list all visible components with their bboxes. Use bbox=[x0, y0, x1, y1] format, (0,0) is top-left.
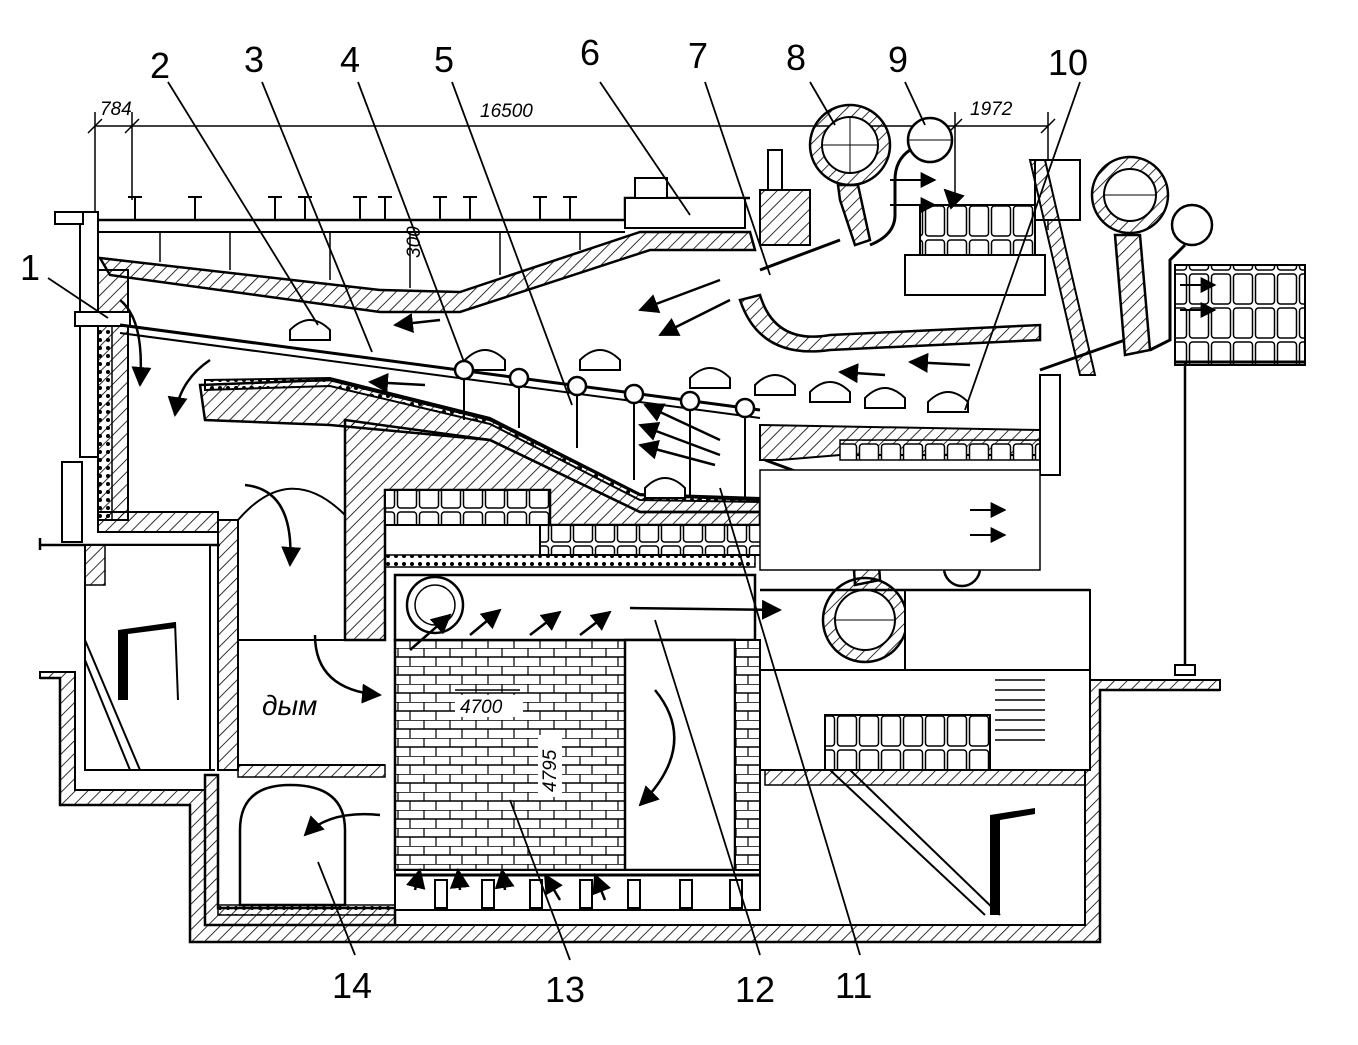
top-steel-frame: 300 bbox=[54, 149, 811, 458]
callout-11: 11 bbox=[835, 965, 872, 1006]
furnace-roof bbox=[97, 204, 1046, 353]
skid-pipes bbox=[289, 319, 969, 499]
flue-tunnel bbox=[203, 773, 397, 927]
callout-12: 12 bbox=[735, 969, 775, 1010]
leader-lines bbox=[47, 81, 1081, 961]
callout-9: 9 bbox=[888, 39, 908, 80]
callout-numbers: 1 2 3 4 5 6 7 8 9 10 11 12 13 14 bbox=[20, 32, 1088, 1010]
stair-steps bbox=[995, 679, 1045, 741]
left-wall bbox=[38, 269, 220, 771]
callout-5: 5 bbox=[434, 39, 454, 80]
regenerator-checkers: 4700 4795 bbox=[393, 573, 761, 911]
frame-webs bbox=[159, 232, 581, 288]
flow-arrows bbox=[119, 172, 1217, 901]
dimension-width: 4700 bbox=[460, 697, 503, 718]
dimension-left: 784 bbox=[100, 99, 132, 120]
callout-10: 10 bbox=[1048, 42, 1088, 83]
dimension-height: 4795 bbox=[540, 749, 561, 792]
rail-rollers bbox=[453, 359, 756, 498]
callout-8: 8 bbox=[786, 37, 806, 78]
smoke-label: дым bbox=[262, 690, 317, 721]
checker-supports bbox=[434, 879, 743, 909]
dimension-right: 1972 bbox=[970, 99, 1013, 120]
right-structure bbox=[759, 159, 1097, 916]
callout-4: 4 bbox=[340, 39, 360, 80]
callout-6: 6 bbox=[580, 32, 600, 73]
callout-13: 13 bbox=[545, 969, 585, 1010]
dimension-main: 16500 bbox=[480, 101, 533, 122]
uptake-shaft: дым bbox=[217, 487, 386, 778]
callout-2: 2 bbox=[150, 45, 170, 86]
dimension-roof: 300 bbox=[404, 226, 425, 258]
callout-3: 3 bbox=[244, 39, 264, 80]
callout-1: 1 bbox=[20, 247, 40, 288]
callout-14: 14 bbox=[332, 965, 372, 1006]
callout-7: 7 bbox=[688, 35, 708, 76]
dimension-lines: 784 16500 1972 bbox=[87, 99, 1056, 320]
roof-hangers bbox=[128, 196, 577, 220]
